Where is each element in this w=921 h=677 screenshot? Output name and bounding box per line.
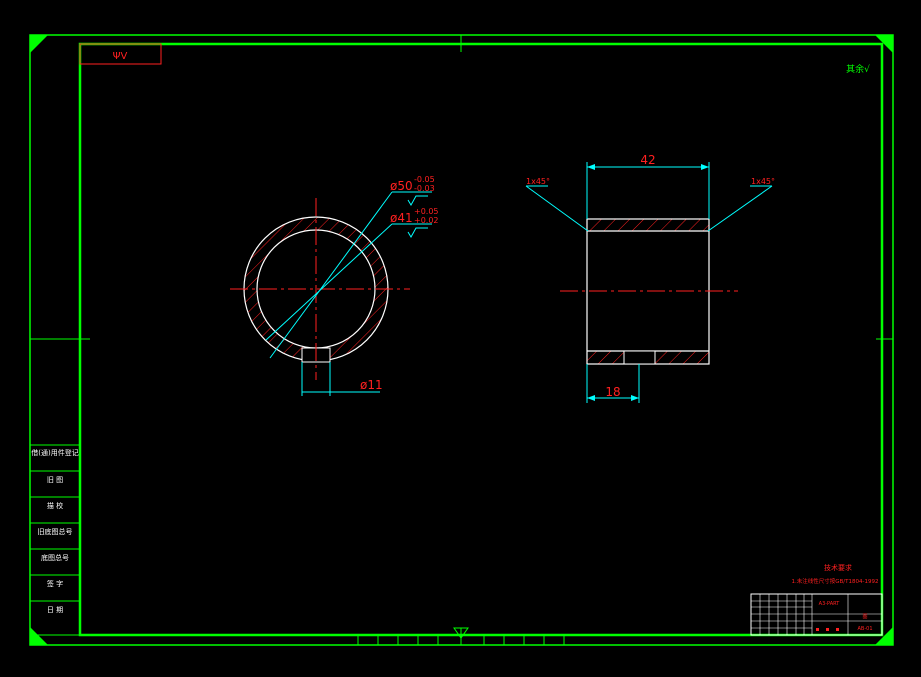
side-table-row-4: 底图总号 [41,553,69,562]
hole-diameter-label: ø11 [360,378,383,392]
side-hole [623,350,656,365]
side-table-row-0: 借(通)用件登记 [31,448,78,457]
side-view-section: 42 1x45° 1x45° 18 [525,153,775,403]
inner-dia-leader [265,223,393,341]
title-block: A3-PART 图 AB-01 [750,593,883,636]
side-table-row-1: 旧 图 [47,476,63,484]
chamfer-left-leader [525,185,589,232]
holepos-arrow-left [587,395,595,401]
length-arrow-left [587,164,595,170]
inner-tol-upper: +0.05 [414,207,439,216]
tech-requirements-line1: 1.未注线性尺寸按GB/T1804-1992 [792,577,879,585]
corner-label-box: ΨV [79,43,162,65]
title-block-center: A3-PART [819,601,841,607]
corner-mark-bl [30,627,48,645]
side-table-row-3: 旧底图总号 [38,527,73,536]
hole-position-label: 18 [605,385,620,399]
corner-mark-tr [875,35,893,53]
outer-dia-leader [269,191,393,359]
holepos-arrow-right [631,395,639,401]
outer-border [29,34,894,646]
outer-roughness-symbol [407,195,428,206]
length-arrow-right [701,164,709,170]
outer-tol-lower: -0.03 [414,184,435,193]
side-registration-table: 借(通)用件登记 旧 图 描 校 旧底图总号 底图总号 签 字 日 期 [29,444,81,636]
corner-label: ΨV [113,51,128,62]
side-table-row-5: 签 字 [47,579,63,588]
title-block-right-bottom: AB-01 [857,626,872,632]
tech-requirements-title: 技术要求 [824,563,852,572]
orientation-arrow [453,627,469,639]
side-top-hatch [587,219,709,231]
outer-tol-upper: -0.05 [414,175,435,184]
corner-mark-tl [30,35,48,53]
sheet-frame [29,34,894,646]
side-table-row-2: 描 校 [47,501,63,510]
inner-diameter-label: ø41 [390,211,413,225]
chamfer-right-leader [707,185,773,232]
inner-roughness-symbol [407,227,428,238]
title-block-right-top: 图 [862,614,867,620]
bottom-scale-ticks [357,635,565,645]
corner-mark-br [875,627,893,645]
outer-diameter-label: ø50 [390,179,413,193]
chamfer-left-label: 1x45° [526,177,550,186]
inner-tol-lower: +0.02 [414,216,439,225]
side-table-row-6: 日 期 [47,606,63,614]
front-view-ring: ø50 -0.05 -0.03 ø41 +0.05 +0.02 ø11 [230,175,439,396]
chamfer-right-label: 1x45° [751,177,775,186]
length-label: 42 [640,153,655,167]
inner-border [78,42,884,637]
roughness-note: 其余√ [846,63,870,75]
